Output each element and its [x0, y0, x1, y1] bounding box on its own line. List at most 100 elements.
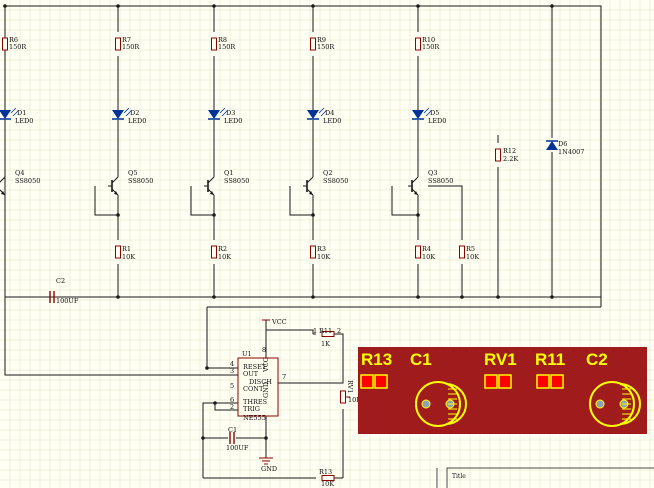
- resistor-value: 10K: [218, 253, 231, 261]
- junction-dot: [550, 4, 554, 8]
- resistor-ref: R12: [503, 147, 516, 155]
- resistor-value: 150R: [122, 43, 140, 51]
- transistor-arrow: [1, 191, 5, 195]
- resistor-ref: R7: [122, 36, 131, 44]
- led-value: LED0: [323, 117, 341, 125]
- transistor-value: SS8050: [323, 177, 348, 185]
- transistor-arrow: [210, 191, 214, 195]
- ic-pin-number: 5: [230, 382, 234, 390]
- ic-pin-thres: THRES: [243, 398, 267, 406]
- wire: [266, 329, 314, 334]
- transistor-ref: Q4: [15, 169, 24, 177]
- resistor-ref: R11: [319, 327, 332, 335]
- transistor-ref: Q3: [428, 169, 437, 177]
- led-arrow: [219, 107, 226, 114]
- ic-pin-gnd: GND: [262, 382, 270, 398]
- led-d2: [112, 110, 124, 119]
- led-ref: D2: [130, 109, 139, 117]
- led-arrow: [425, 110, 432, 117]
- resistor-r13: [321, 475, 335, 481]
- ic-ne555: [237, 357, 279, 417]
- resistor-ref: R2: [218, 245, 227, 253]
- wire: [428, 185, 463, 240]
- junction-dot: [311, 295, 315, 299]
- junction-dot: [416, 213, 420, 217]
- junction-dot: [201, 436, 205, 440]
- led-arrow: [318, 107, 325, 114]
- ic-pin-vcc: VCC: [262, 357, 270, 373]
- pcb-board: [358, 347, 647, 434]
- resistor-value: 150R: [9, 43, 27, 51]
- junction-dot: [205, 366, 209, 370]
- junction-dot: [264, 436, 268, 440]
- led-arrow: [123, 107, 130, 114]
- pcb-pad: [536, 374, 550, 389]
- transistor-arrow: [114, 191, 118, 195]
- transistor-collector: [411, 176, 419, 184]
- transistor-ref: Q1: [224, 169, 233, 177]
- resistor-r12: [495, 148, 501, 162]
- junction-dot: [460, 295, 464, 299]
- ic-pin-number: 8: [262, 346, 266, 354]
- ic-pin-out: OUT: [243, 370, 259, 378]
- capacitor-value: 100UF: [226, 444, 249, 452]
- ic-pin-trig: TRIG: [243, 405, 260, 413]
- pcb-label-r11: R11: [535, 350, 565, 369]
- junction-dot: [311, 213, 315, 217]
- ic-pin-cont: CONT: [243, 385, 264, 393]
- pcb-label-r13: R13: [361, 350, 392, 369]
- wires: [3, 4, 602, 479]
- resistor-ref: R13: [319, 468, 332, 476]
- resistor-value: 2.2K: [503, 155, 518, 163]
- wire: [94, 186, 118, 216]
- led-arrow: [221, 110, 228, 117]
- pcb-polarity: [619, 383, 641, 425]
- wire: [206, 307, 238, 369]
- resistor-value: 150R: [422, 43, 440, 51]
- ic-pin-number: 6: [230, 396, 234, 404]
- resistor-value: 10K: [317, 253, 330, 261]
- resistor-r11: [321, 331, 335, 337]
- resistor-ref: R10: [422, 36, 435, 44]
- pcb-label-c1: C1: [410, 350, 432, 369]
- led-value: LED0: [15, 117, 33, 125]
- junction-dot: [212, 213, 216, 217]
- resistor-ref: R3: [317, 245, 326, 253]
- junction-dot: [213, 401, 217, 405]
- ic-pin-number: 3: [230, 367, 234, 375]
- resistor-value: 10K: [466, 253, 479, 261]
- pcb-via: [595, 399, 605, 409]
- transistor-value: SS8050: [15, 177, 40, 185]
- resistor-r3: [310, 245, 316, 259]
- led-d4: [307, 110, 319, 119]
- ic-pin-number: 2: [230, 403, 234, 411]
- resistor-r9: [310, 37, 316, 51]
- led-arrow: [423, 107, 430, 114]
- diode-value: 1N4007: [558, 148, 584, 156]
- wire: [278, 372, 344, 384]
- resistor-r8: [211, 37, 217, 51]
- wire: [214, 403, 238, 411]
- resistor-r7: [115, 37, 121, 51]
- pcb-c2: [589, 381, 635, 427]
- transistor-ref: Q2: [323, 169, 332, 177]
- transistor-collector: [306, 176, 314, 184]
- pcb-pad: [360, 374, 374, 389]
- resistor-ref: R5: [466, 245, 475, 253]
- transistor-ref: Q5: [128, 169, 137, 177]
- transistor-collector: [207, 176, 215, 184]
- ic-pin-disch: DISCH: [249, 378, 272, 386]
- led-ref: D3: [226, 109, 235, 117]
- title-label: Title: [452, 473, 466, 480]
- diode-ref: D6: [558, 140, 567, 148]
- led-value: LED0: [224, 117, 242, 125]
- pcb-pad: [550, 374, 564, 389]
- gnd-label: GND: [261, 465, 277, 473]
- pcb-pad: [374, 374, 388, 389]
- resistor-r5: [459, 245, 465, 259]
- capacitor-ref: C1: [228, 426, 237, 434]
- resistor-r10: [415, 37, 421, 51]
- led-arrow: [12, 110, 19, 117]
